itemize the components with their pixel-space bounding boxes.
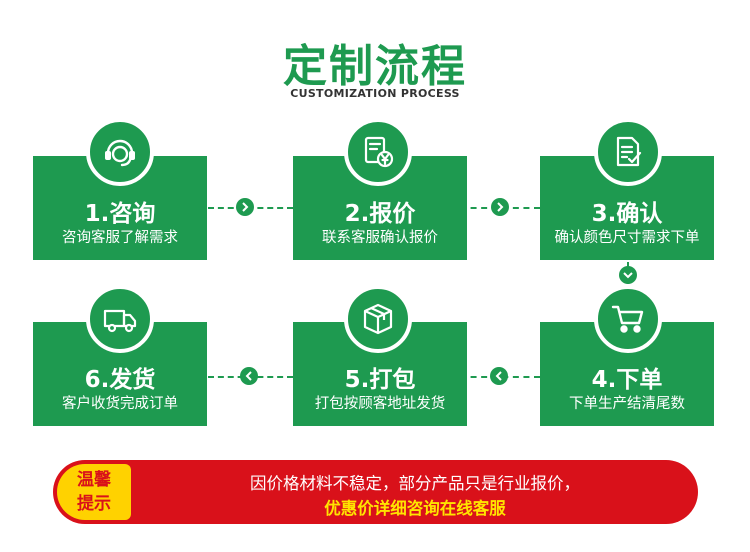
notice-badge: 温馨 提示: [57, 464, 131, 520]
step-title: 4.下单: [591, 367, 663, 393]
step-card-consult: 1.咨询 咨询客服了解需求: [33, 156, 207, 260]
step-card-quote: 2.报价 联系客服确认报价: [293, 156, 467, 260]
arrow-left-icon: [490, 367, 508, 385]
step-desc: 客户收货完成订单: [62, 396, 178, 412]
step-title: 2.报价: [344, 201, 416, 227]
delivery-truck-icon: [86, 285, 154, 353]
checklist-icon: [594, 118, 662, 186]
page-title: 定制流程: [283, 41, 467, 92]
step-title: 5.打包: [344, 367, 416, 393]
arrow-right-icon: [236, 198, 254, 216]
notice-text: 因价格材料不稳定，部分产品只是行业报价，: [250, 474, 580, 493]
step-desc: 打包按顾客地址发货: [314, 396, 446, 412]
badge-line: 提示: [77, 494, 111, 514]
page-subtitle: CUSTOMIZATION PROCESS: [290, 87, 460, 100]
arrow-right-icon: [491, 198, 509, 216]
notice-highlight: 优惠价详细咨询在线客服: [324, 499, 506, 518]
step-desc: 咨询客服了解需求: [62, 230, 178, 246]
step-title: 1.咨询: [84, 201, 156, 227]
step-desc: 确认颜色尺寸需求下单: [554, 230, 700, 246]
step-card-ship: 6.发货 客户收货完成订单: [33, 322, 207, 426]
headset-icon: [86, 118, 154, 186]
step-desc: 下单生产结清尾数: [569, 396, 685, 412]
shopping-cart-icon: [594, 285, 662, 353]
step-title: 3.确认: [591, 201, 663, 227]
arrow-down-icon: [619, 266, 637, 284]
badge-line: 温馨: [77, 470, 111, 490]
notice-bar: [53, 460, 698, 524]
package-box-icon: [344, 285, 412, 353]
step-title: 6.发货: [84, 367, 156, 393]
step-desc: 联系客服确认报价: [322, 230, 438, 246]
price-document-icon: [344, 118, 412, 186]
arrow-left-icon: [240, 367, 258, 385]
